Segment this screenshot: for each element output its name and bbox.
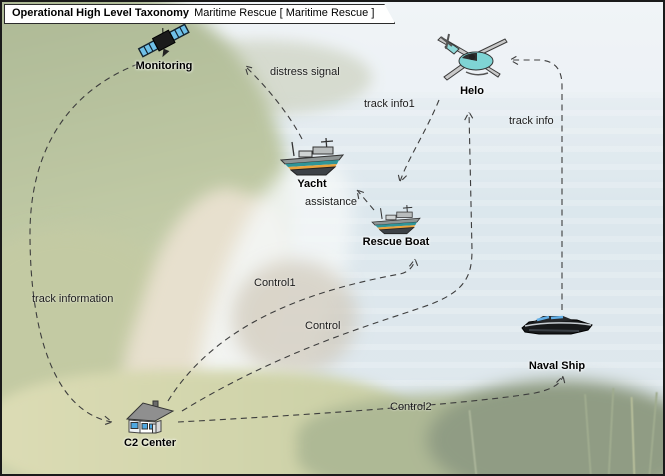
edge-control2[interactable] bbox=[177, 376, 563, 423]
node-label: Naval Ship bbox=[528, 360, 586, 372]
helicopter-icon bbox=[437, 33, 508, 81]
house-icon bbox=[125, 400, 175, 434]
edge-control1[interactable] bbox=[167, 259, 415, 402]
edge-assistance[interactable] bbox=[357, 190, 375, 211]
ship-icon bbox=[371, 205, 421, 235]
edge-label-control: Control bbox=[305, 320, 341, 332]
edge-label-distress-signal: distress signal bbox=[270, 66, 340, 78]
node-yacht[interactable]: Yacht bbox=[274, 134, 350, 190]
node-c2-center[interactable]: C2 Center bbox=[110, 399, 190, 449]
edge-track-information[interactable] bbox=[29, 63, 139, 422]
edge-distress-signal[interactable] bbox=[245, 66, 303, 140]
node-label: Helo bbox=[460, 85, 484, 97]
diagram-context: Maritime Rescue [ Maritime Rescue ] bbox=[194, 7, 375, 19]
edge-label-track-info1: track info1 bbox=[364, 98, 415, 110]
diagram-title-tab: Operational High Level Taxonomy Maritime … bbox=[4, 4, 395, 24]
diagram-title: Operational High Level Taxonomy bbox=[12, 7, 190, 19]
satellite-icon bbox=[137, 23, 190, 58]
ship-icon bbox=[279, 137, 345, 176]
edge-track-info[interactable] bbox=[510, 60, 563, 310]
shore-rocks bbox=[232, 260, 357, 375]
node-naval-ship[interactable]: Naval Ship bbox=[507, 310, 607, 372]
node-helo[interactable]: Helo bbox=[427, 30, 517, 97]
node-monitoring[interactable]: Monitoring bbox=[122, 22, 206, 72]
edge-track-info1[interactable] bbox=[400, 99, 440, 182]
edge-label-control1: Control1 bbox=[254, 277, 296, 289]
edge-label-control2: Control2 bbox=[390, 401, 432, 413]
edge-label-track-information: track information bbox=[32, 293, 114, 305]
node-label: Yacht bbox=[297, 178, 327, 190]
node-label: C2 Center bbox=[124, 437, 176, 449]
node-rescue-boat[interactable]: Rescue Boat bbox=[354, 202, 438, 248]
edge-control[interactable] bbox=[181, 112, 472, 412]
node-label: Monitoring bbox=[135, 60, 193, 72]
edge-label-assistance: assistance bbox=[305, 196, 357, 208]
speedboat-icon bbox=[521, 315, 593, 335]
edge-label-track-info: track info bbox=[509, 115, 554, 127]
node-label: Rescue Boat bbox=[362, 236, 430, 248]
